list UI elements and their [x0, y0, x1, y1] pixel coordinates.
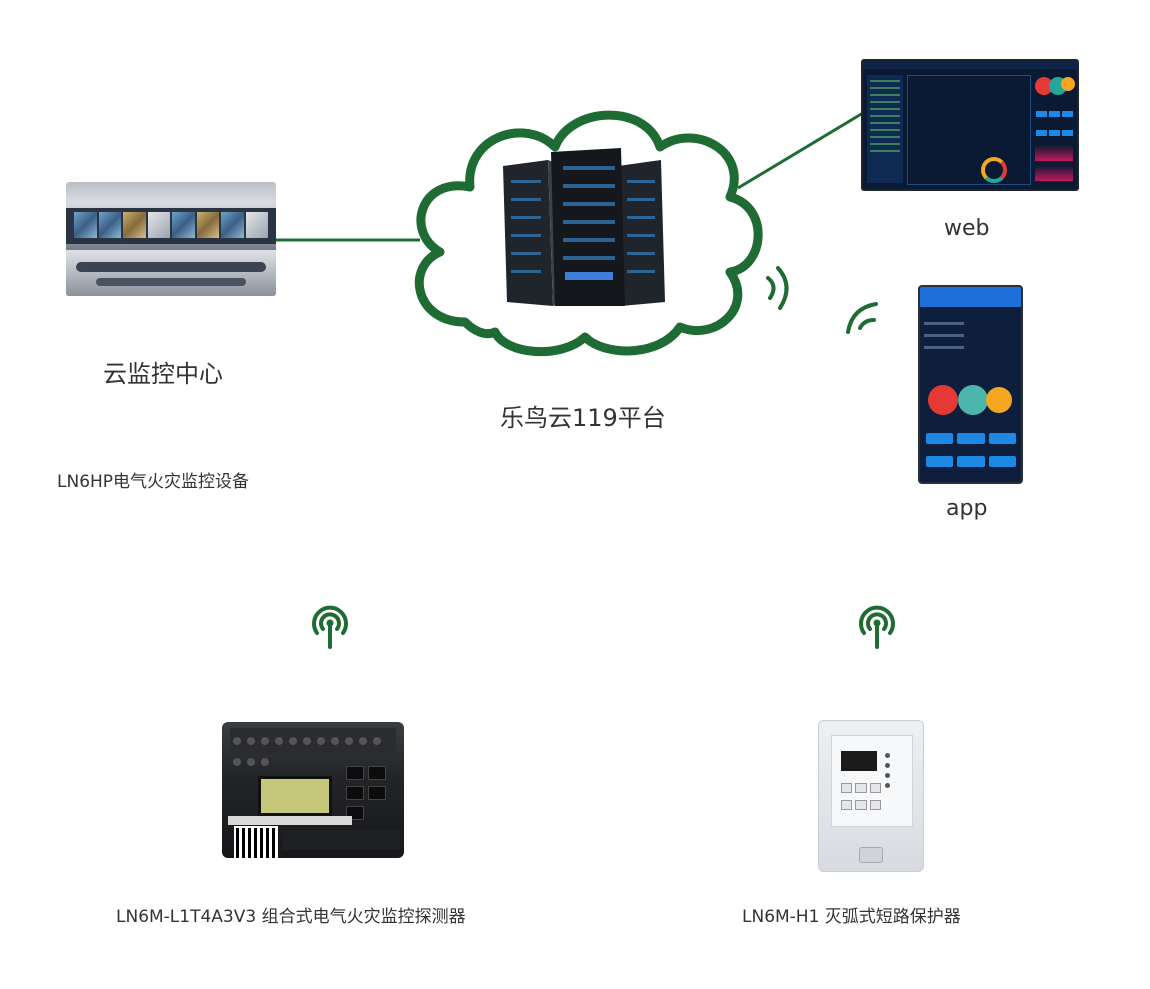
app-label: app — [946, 496, 988, 521]
server-rack-icon — [503, 148, 665, 306]
breaker-device-photo — [818, 720, 924, 872]
antenna-icon — [859, 605, 895, 649]
platform-label: 乐鸟云119平台 — [500, 404, 666, 432]
center-label: 云监控中心 — [103, 360, 223, 388]
antenna-icon — [312, 605, 348, 649]
breaker-label: LN6M-H1 灭弧式短路保护器 — [742, 907, 961, 927]
wifi-signal-icon — [846, 302, 878, 334]
detector-label: LN6M-L1T4A3V3 组合式电气火灾监控探测器 — [116, 907, 466, 927]
app-phone-screenshot — [918, 285, 1023, 484]
link-cloud-web — [737, 111, 864, 190]
web-dashboard-screenshot — [861, 59, 1079, 191]
device-caption: LN6HP电气火灾监控设备 — [57, 472, 250, 492]
web-label: web — [944, 216, 990, 241]
control-room-photo — [66, 182, 276, 296]
wifi-signal-icon — [766, 266, 789, 310]
detector-device-photo — [222, 722, 404, 860]
